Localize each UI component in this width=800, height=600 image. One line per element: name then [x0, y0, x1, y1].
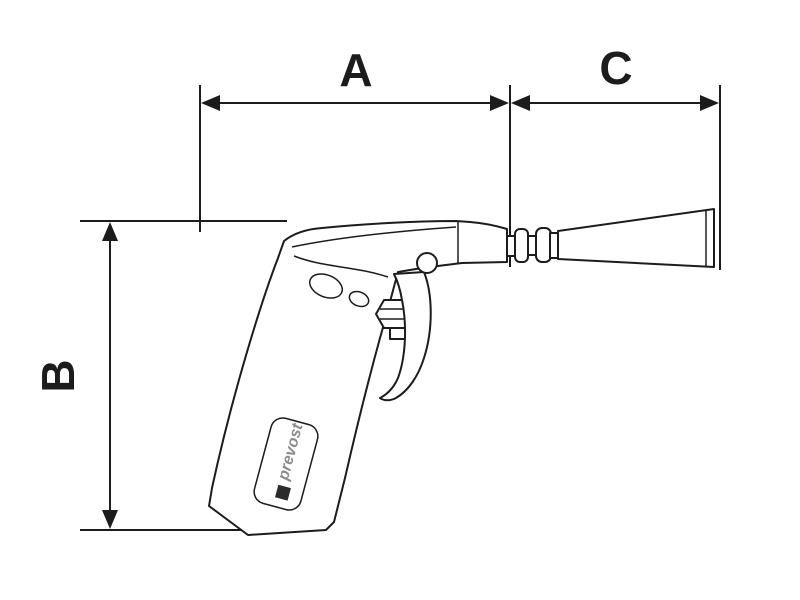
logo-mark — [275, 484, 291, 501]
dimension-a: A — [201, 44, 509, 111]
grip-body-contour — [293, 255, 389, 278]
valve-stem — [389, 327, 407, 340]
coupling-ring-1 — [514, 228, 529, 263]
dimension-b-label: B — [32, 359, 84, 392]
trigger-pivot — [416, 252, 438, 274]
dimension-c-arrow-right — [700, 95, 719, 111]
body-top-contour — [291, 226, 457, 248]
coupling-ring-2 — [535, 227, 552, 263]
coupling — [506, 227, 559, 263]
trigger — [379, 271, 432, 402]
dimension-c-label: C — [599, 42, 632, 94]
dimension-c-arrow-left — [511, 95, 530, 111]
gun-body-outline — [208, 220, 508, 536]
dimension-b-arrow-top — [102, 222, 118, 241]
nozzle-cone — [557, 208, 715, 268]
dimension-b-arrow-bottom — [102, 510, 118, 529]
dimension-b: B — [32, 222, 118, 529]
dimension-a-label: A — [339, 44, 372, 96]
dimension-c: C — [511, 42, 719, 111]
dimension-a-arrow-right — [490, 95, 509, 111]
grip-hole-large — [308, 273, 344, 299]
dimension-a-arrow-left — [201, 95, 220, 111]
logo-plate — [253, 417, 319, 511]
grip-hole-small — [348, 290, 370, 308]
coupling-collar — [549, 232, 559, 259]
blow-gun-drawing: prevost — [208, 208, 715, 536]
